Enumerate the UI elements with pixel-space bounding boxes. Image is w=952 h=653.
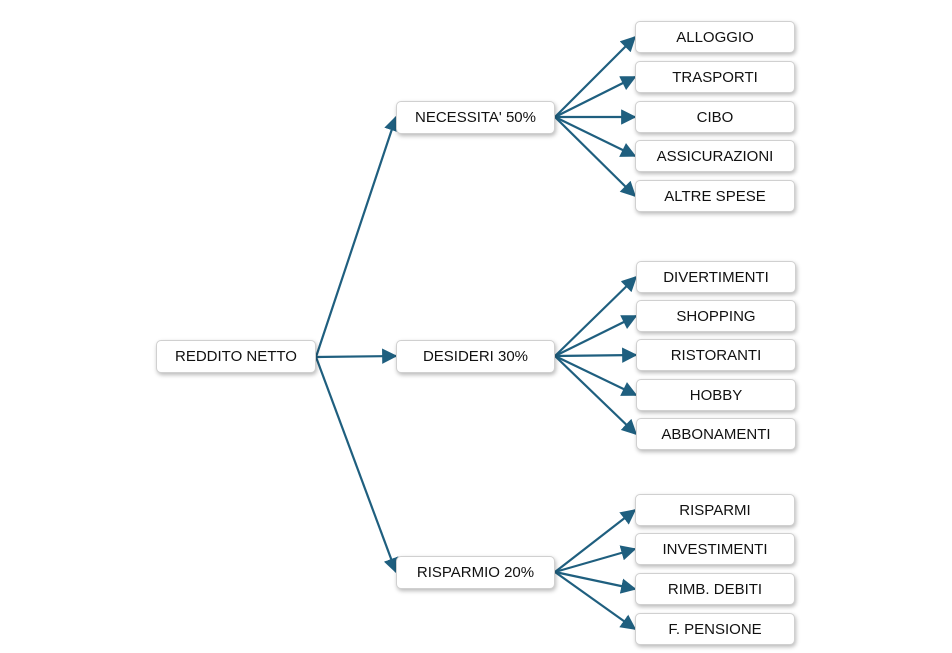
leaf-node-trasporti: TRASPORTI [635,61,795,93]
leaf-node-ristoranti: RISTORANTI [636,339,796,371]
category-node-label: NECESSITA' 50% [415,109,536,126]
connector-arrow-category-2-to-leaf-2 [554,570,637,594]
leaf-node-label: DIVERTIMENTI [663,268,769,286]
root-node-label: REDDITO NETTO [175,348,297,365]
leaf-node-assicurazioni: ASSICURAZIONI [635,140,795,172]
leaf-node-label: RISTORANTI [670,346,762,364]
leaf-node-risparmi: RISPARMI [635,494,795,526]
category-node-risparmio: RISPARMIO 20% [396,556,555,589]
leaf-node-label: CIBO [696,108,734,126]
leaf-node-f-pensione: F. PENSIONE [635,613,795,645]
connector-arrow-category-1-to-leaf-1 [554,315,638,357]
leaf-node-rimb-debiti: RIMB. DEBITI [635,573,795,605]
connector-arrow-root-to-category-0 [314,115,399,358]
leaf-node-label: HOBBY [689,386,743,404]
leaf-node-divertimenti: DIVERTIMENTI [636,261,796,293]
leaf-node-label: RISPARMI [679,501,751,519]
leaf-node-label: ASSICURAZIONI [656,147,774,165]
connector-arrow-category-1-to-leaf-3 [554,355,638,396]
category-node-label: DESIDERI 30% [422,348,529,365]
category-node-label: RISPARMIO 20% [416,564,535,581]
leaf-node-label: ALLOGGIO [676,28,754,46]
connector-arrow-category-0-to-leaf-0 [554,35,637,118]
connector-arrow-category-2-to-leaf-3 [554,571,637,630]
connector-arrow-category-2-to-leaf-0 [554,509,637,573]
leaf-node-hobby: HOBBY [636,379,796,411]
connector-arrow-category-0-to-leaf-1 [554,76,637,118]
leaf-node-label: SHOPPING [676,307,756,325]
leaf-node-shopping: SHOPPING [636,300,796,332]
connector-arrow-root-to-category-1 [315,348,398,364]
leaf-node-label: F. PENSIONE [668,620,762,638]
leaf-node-label: INVESTIMENTI [662,540,768,558]
leaf-node-alloggio: ALLOGGIO [635,21,795,53]
leaf-node-label: ABBONAMENTI [661,425,771,443]
connector-arrow-category-1-to-leaf-4 [554,355,638,436]
leaf-node-abbonamenti: ABBONAMENTI [636,418,796,450]
leaf-node-label: TRASPORTI [672,68,758,86]
connector-arrow-category-1-to-leaf-0 [554,275,638,357]
category-node-desideri: DESIDERI 30% [396,340,555,373]
leaf-node-label: ALTRE SPESE [664,187,766,205]
connector-arrow-category-2-to-leaf-1 [554,545,637,574]
connector-arrow-category-0-to-leaf-4 [554,116,637,198]
leaf-node-investimenti: INVESTIMENTI [635,533,795,565]
root-node-reddito-netto: REDDITO NETTO [156,340,316,373]
category-node-necessita: NECESSITA' 50% [396,101,555,134]
leaf-node-label: RIMB. DEBITI [667,580,763,598]
leaf-node-cibo: CIBO [635,101,795,133]
connector-arrow-category-0-to-leaf-3 [554,116,637,157]
connector-arrow-category-1-to-leaf-2 [554,347,638,363]
leaf-node-altre-spese: ALTRE SPESE [635,180,795,212]
connector-arrow-root-to-category-2 [314,356,399,574]
